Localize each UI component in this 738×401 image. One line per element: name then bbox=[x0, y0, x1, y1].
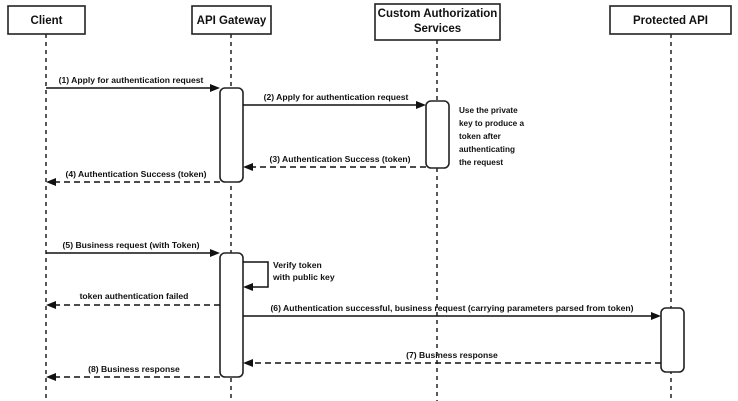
activation-bar-custom-authorization-services[interactable] bbox=[425, 100, 450, 169]
message-4[interactable]: (4) Authentication Success (token) bbox=[46, 169, 220, 186]
lifelines-group bbox=[45, 34, 672, 401]
lifeline-box-api-gateway[interactable] bbox=[191, 5, 272, 35]
message-8-label: (8) Business response bbox=[88, 364, 180, 374]
message-token-authentication-failed-label: token authentication failed bbox=[80, 291, 189, 301]
message-6-label: (6) Authentication successful, business … bbox=[270, 303, 633, 313]
note-private-key-line-1: Use the private bbox=[459, 106, 518, 115]
message-5[interactable]: (5) Business request (with Token) bbox=[46, 240, 220, 257]
note-private-key-line-3: token after bbox=[459, 132, 502, 141]
lifeline-label-custom-authorization-services-line2: Services bbox=[414, 23, 461, 35]
message-7-label: (7) Business response bbox=[406, 350, 498, 360]
lifeline-header-api-gateway[interactable]: API Gateway bbox=[191, 5, 272, 35]
message-7-arrowhead bbox=[243, 359, 253, 367]
message-8-arrowhead bbox=[46, 373, 56, 381]
lifeline-header-client[interactable]: Client bbox=[7, 5, 86, 35]
lifeline-box-client[interactable] bbox=[7, 5, 86, 35]
activation-bars-group bbox=[219, 87, 685, 378]
message-self-verify-token-label-line2: with public key bbox=[272, 272, 335, 282]
message-1-arrowhead bbox=[210, 84, 220, 92]
message-1[interactable]: (1) Apply for authentication request bbox=[46, 75, 220, 92]
message-8[interactable]: (8) Business response bbox=[46, 364, 220, 381]
message-self-verify-token-label-line1: Verify token bbox=[273, 260, 322, 270]
note-private-key-line-5: the request bbox=[459, 158, 503, 167]
lifeline-label-protected-api: Protected API bbox=[633, 15, 708, 27]
message-6[interactable]: (6) Authentication successful, business … bbox=[243, 303, 661, 320]
message-7[interactable]: (7) Business response bbox=[243, 350, 661, 367]
message-1-label: (1) Apply for authentication request bbox=[59, 75, 204, 85]
activation-bar-protected-api[interactable] bbox=[660, 307, 685, 373]
message-3-arrowhead bbox=[243, 163, 253, 171]
message-2-arrowhead bbox=[416, 101, 426, 109]
message-2[interactable]: (2) Apply for authentication request bbox=[243, 92, 426, 109]
note-private-key-line-2: key to produce a bbox=[459, 119, 525, 128]
lifeline-header-protected-api[interactable]: Protected API bbox=[609, 5, 732, 35]
message-token-authentication-failed[interactable]: token authentication failed bbox=[46, 291, 220, 309]
message-token-authentication-failed-arrowhead bbox=[46, 301, 56, 309]
message-4-label: (4) Authentication Success (token) bbox=[65, 169, 206, 179]
lifeline-label-custom-authorization-services-line1: Custom Authorization bbox=[378, 8, 498, 20]
message-5-arrowhead bbox=[210, 249, 220, 257]
message-2-label: (2) Apply for authentication request bbox=[264, 92, 409, 102]
message-3[interactable]: (3) Authentication Success (token) bbox=[243, 154, 426, 171]
lifeline-box-protected-api[interactable] bbox=[609, 5, 732, 35]
message-self-verify-token[interactable]: Verify token with public key bbox=[243, 260, 335, 291]
message-4-arrowhead bbox=[46, 178, 56, 186]
note-private-key-line-4: authenticating bbox=[459, 145, 515, 154]
message-self-verify-token-arrowhead bbox=[243, 283, 253, 291]
lifeline-box-custom-authorization-services[interactable] bbox=[374, 3, 501, 41]
lifeline-label-client: Client bbox=[31, 15, 63, 27]
activation-bar-api-gateway-business[interactable] bbox=[219, 252, 244, 378]
message-6-arrowhead bbox=[651, 312, 661, 320]
message-3-label: (3) Authentication Success (token) bbox=[269, 154, 410, 164]
message-self-verify-token-line bbox=[243, 261, 269, 288]
note-private-key: Use the private key to produce a token a… bbox=[459, 106, 525, 167]
message-5-label: (5) Business request (with Token) bbox=[63, 240, 200, 250]
lifeline-header-custom-authorization-services[interactable]: Custom Authorization Services bbox=[374, 3, 501, 41]
lifeline-label-api-gateway: API Gateway bbox=[197, 15, 267, 27]
activation-bar-api-gateway-auth[interactable] bbox=[219, 87, 244, 183]
